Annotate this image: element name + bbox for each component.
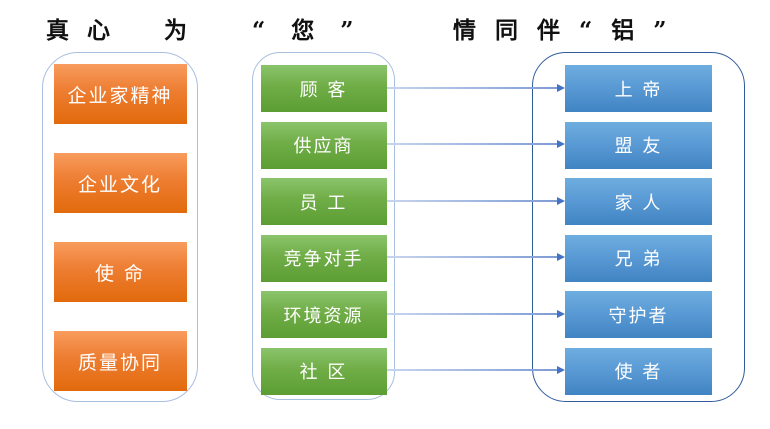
stakeholders-item: 供应商 [260,121,387,169]
page-title-segment-2: 为 [164,17,187,44]
roles-item: 守护者 [565,291,712,338]
roles-item: 上 帝 [565,65,712,112]
roles-item: 使 者 [565,347,712,395]
values-panel: 企业家精神 企业文化 使 命 质量协同 [42,52,198,402]
page-title-segment-3: “您” [252,17,380,44]
connector-arrow [387,84,565,92]
stakeholders-item: 顾 客 [260,65,387,112]
stakeholders-item: 员 工 [260,178,387,225]
stakeholders-item: 社 区 [260,347,387,395]
connector-arrow [387,140,565,148]
values-item: 使 命 [53,242,187,302]
connector-arrow [387,366,565,374]
values-item: 企业文化 [53,153,187,213]
values-item: 质量协同 [53,331,187,391]
roles-item: 盟 友 [565,121,712,169]
page-title-segment-4: 情同伴“铝” [453,17,686,44]
roles-item: 兄 弟 [565,234,712,282]
stakeholders-panel: 顾 客 供应商 员 工 竞争对手 环境资源 社 区 [252,52,395,400]
roles-panel: 上 帝 盟 友 家 人 兄 弟 守护者 使 者 [532,52,745,402]
stakeholders-item: 环境资源 [260,291,387,338]
page-title-segment-1: 真心 [46,17,128,44]
connector-arrow [387,197,565,205]
connector-arrow [387,310,565,318]
values-item: 企业家精神 [53,64,187,124]
stakeholders-item: 竞争对手 [260,234,387,282]
connector-arrow [387,253,565,261]
roles-item: 家 人 [565,178,712,225]
